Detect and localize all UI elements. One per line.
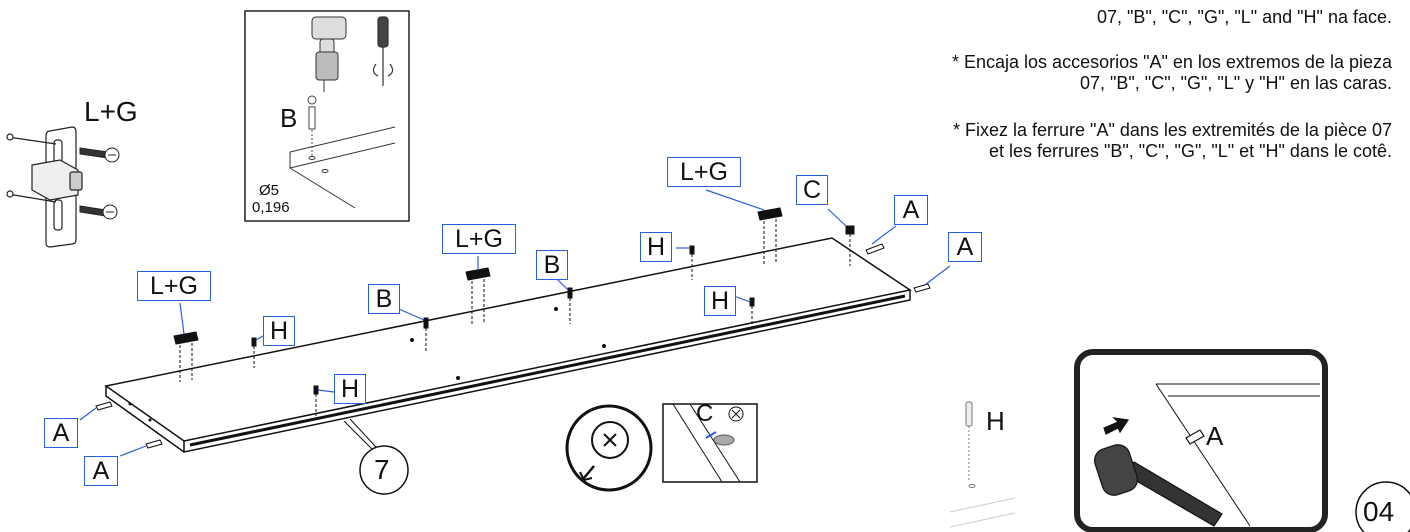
instruction-es-line1: * Encaja los accesorios "A" en los extre… [952, 52, 1392, 72]
step-number: 04 [1363, 496, 1395, 527]
a-detail-board [1155, 383, 1320, 527]
drill-detail-frame [244, 10, 410, 222]
hinge-lg-title: L+G [84, 96, 138, 127]
fittings [95, 207, 931, 449]
step-number-circle [1355, 481, 1410, 532]
cam-lock-icon [565, 404, 653, 492]
label-h-3: H [640, 232, 672, 262]
part-number: 7 [374, 454, 390, 485]
hammer-icon [1093, 417, 1223, 527]
drill-inch: 0,196 [252, 199, 290, 216]
h-detail-label: H [986, 406, 1005, 436]
label-h-2: H [334, 374, 366, 404]
cam-detail-board [672, 403, 744, 483]
h-detail-icon [949, 401, 1016, 528]
cam-detail-label: C [696, 400, 714, 427]
dowel-b-title: B [280, 103, 298, 133]
label-b-1: B [368, 284, 400, 314]
instruction-pt-line2: 07, "B", "C", "G", "L" and "H" na face. [1096, 7, 1392, 27]
hinge-lg-icon [6, 126, 83, 248]
label-h-1: H [263, 316, 295, 346]
part-number-circle [359, 445, 409, 495]
label-b-2: B [536, 250, 568, 280]
label-a-4: A [84, 456, 118, 486]
label-lg-3: L+G [667, 157, 741, 187]
instruction-fr-line2: et les ferrures "B", "C", "G", "L" et "H… [988, 141, 1392, 161]
panel-holes [128, 307, 606, 422]
screw-icon [79, 147, 120, 220]
label-a-1: A [894, 195, 928, 225]
label-lg-2: L+G [442, 224, 516, 254]
label-a-2: A [948, 232, 982, 262]
instruction-es-line2: 07, "B", "C", "G", "L" y "H" en las cara… [1080, 73, 1392, 93]
label-h-4: H [704, 286, 736, 316]
dowel-b-icon [307, 95, 317, 158]
label-lg-1: L+G [137, 271, 211, 301]
part-7-leader [343, 418, 377, 450]
label-c: C [796, 175, 828, 205]
drill-diameter: Ø5 [259, 182, 280, 199]
drill-icon [311, 16, 347, 92]
panel-7 [104, 237, 912, 453]
drill-board [289, 126, 396, 209]
screwdriver-icon [372, 16, 394, 86]
label-a-3: A [44, 418, 78, 448]
a-detail-label: A [1206, 421, 1224, 451]
a-detail-frame [1074, 349, 1328, 532]
instruction-fr-line1: * Fixez la ferrure "A" dans les extremit… [953, 120, 1392, 140]
